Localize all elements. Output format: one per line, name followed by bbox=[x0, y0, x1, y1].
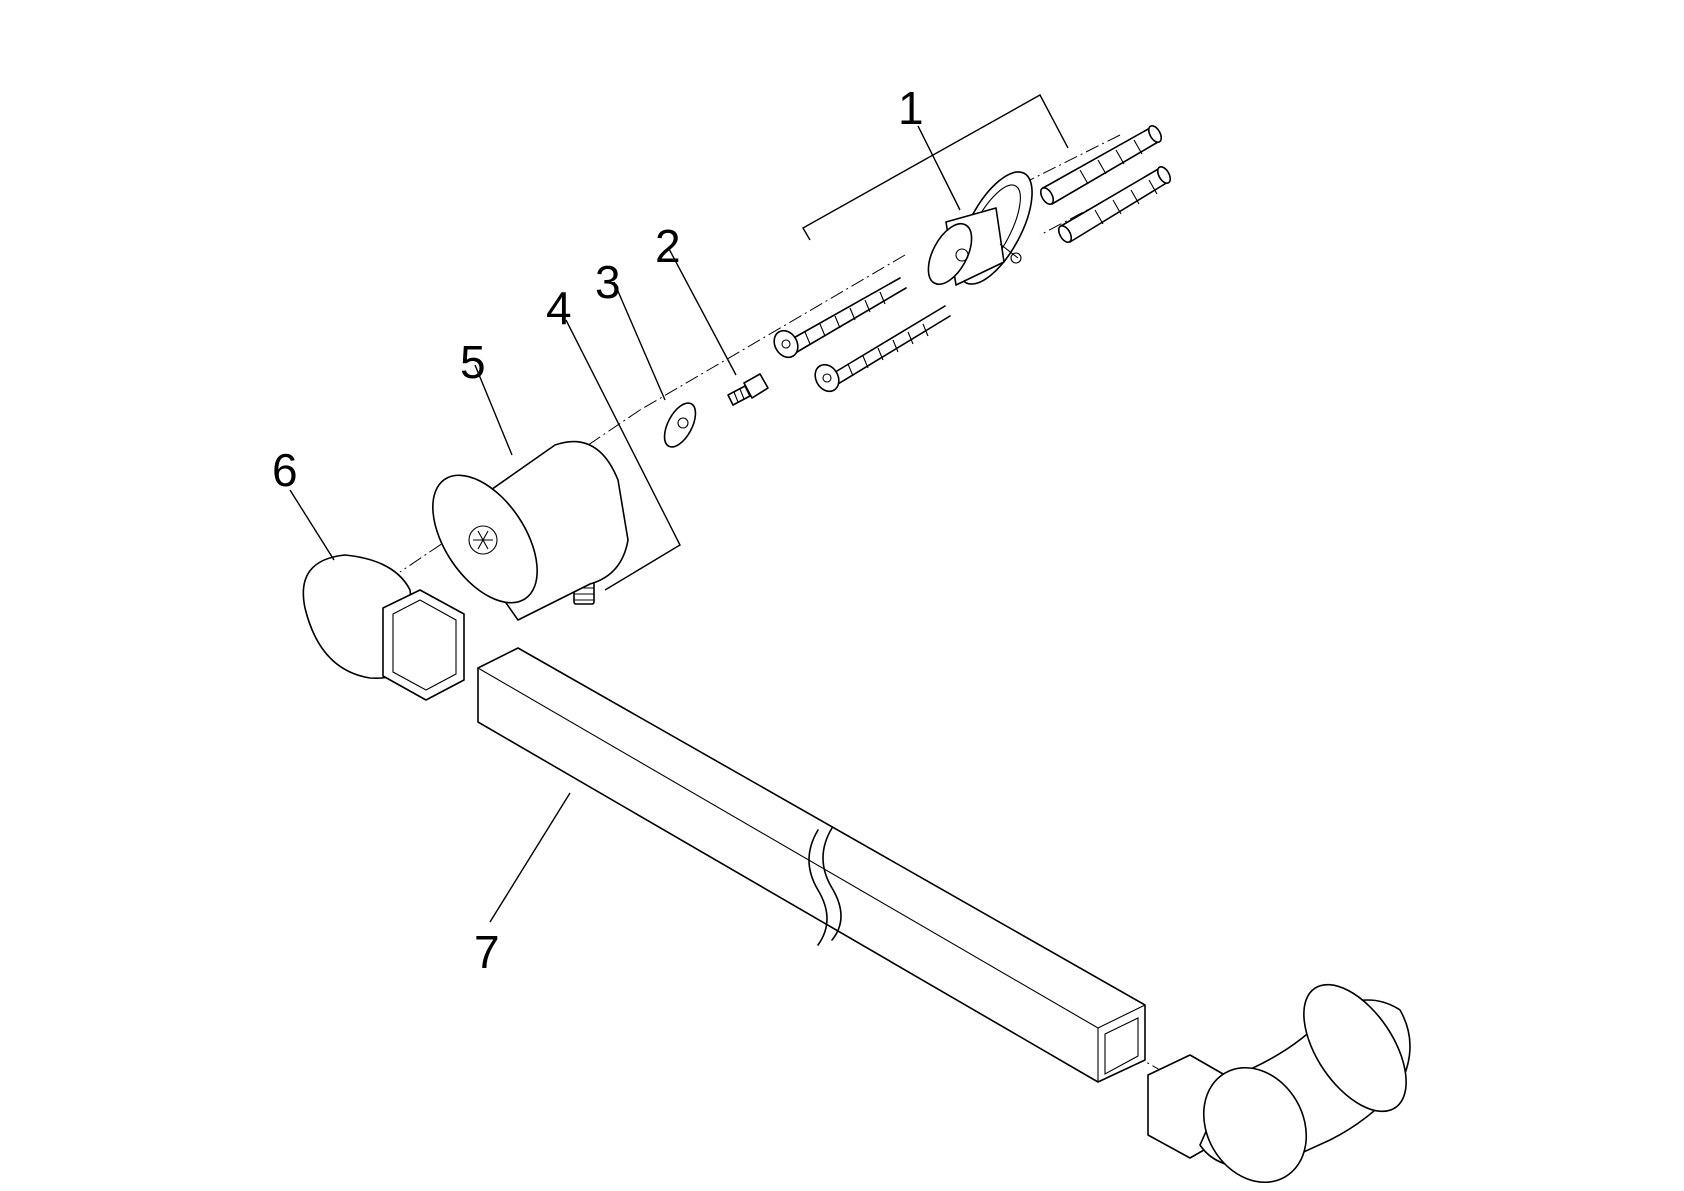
callout-3: 3 bbox=[595, 256, 621, 308]
wood-screw-upper bbox=[773, 277, 907, 359]
wood-screw-lower bbox=[814, 305, 951, 393]
part-7-square-tube bbox=[477, 647, 1146, 1083]
part-2-bolt bbox=[667, 246, 769, 406]
right-end-cap-assembly bbox=[1147, 983, 1411, 1184]
part-1-wall-mount-kit bbox=[773, 94, 1172, 393]
callout-7: 7 bbox=[474, 926, 500, 978]
callout-2: 2 bbox=[655, 220, 681, 272]
callout-1: 1 bbox=[898, 82, 924, 134]
part-5-cover-sleeve bbox=[432, 364, 629, 621]
wall-dowel-lower bbox=[1057, 166, 1172, 243]
callout-6: 6 bbox=[272, 444, 298, 496]
wall-dowel-upper bbox=[1039, 125, 1163, 205]
part-3-washer bbox=[613, 281, 697, 448]
callout-5: 5 bbox=[460, 336, 486, 388]
callout-4: 4 bbox=[546, 282, 572, 334]
callout-labels: 1 2 3 4 5 6 7 bbox=[272, 82, 924, 978]
part-6-end-cap bbox=[289, 489, 465, 701]
